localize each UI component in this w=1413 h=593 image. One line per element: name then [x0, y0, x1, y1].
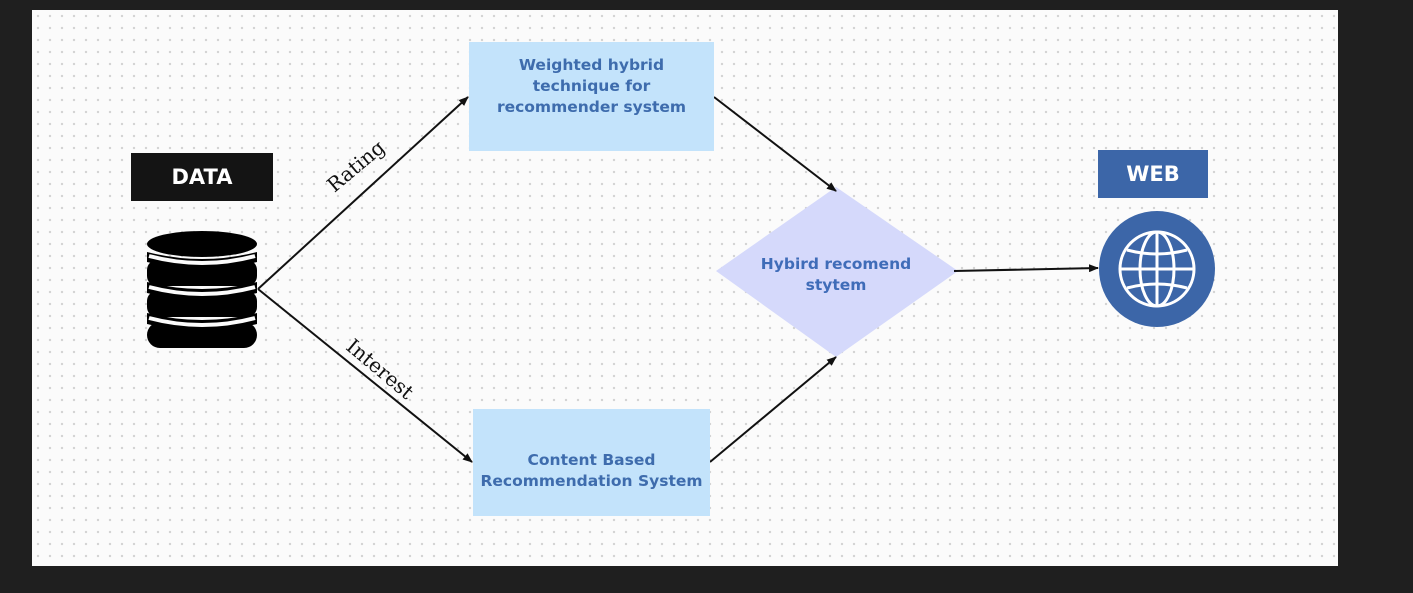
- weighted-hybrid-box: Weighted hybrid technique for recommende…: [469, 42, 714, 151]
- web-label: WEB: [1098, 150, 1208, 198]
- arrow-hybrid-to-web: [953, 264, 1099, 273]
- hybrid-diamond-label: Hybird recomend stytem: [760, 255, 912, 294]
- arrow-content-to-hybrid: [709, 356, 837, 463]
- data-label: DATA: [131, 153, 273, 201]
- hybrid-diamond-shape: [716, 187, 958, 357]
- arrow-weighted-to-hybrid: [713, 96, 837, 192]
- database-icon: [147, 231, 257, 348]
- arrow-data-to-content: [257, 288, 473, 463]
- arrow-data-to-weighted: [257, 96, 469, 290]
- globe-icon: [1099, 211, 1215, 327]
- content-based-box: Content Based Recommendation System: [473, 409, 710, 516]
